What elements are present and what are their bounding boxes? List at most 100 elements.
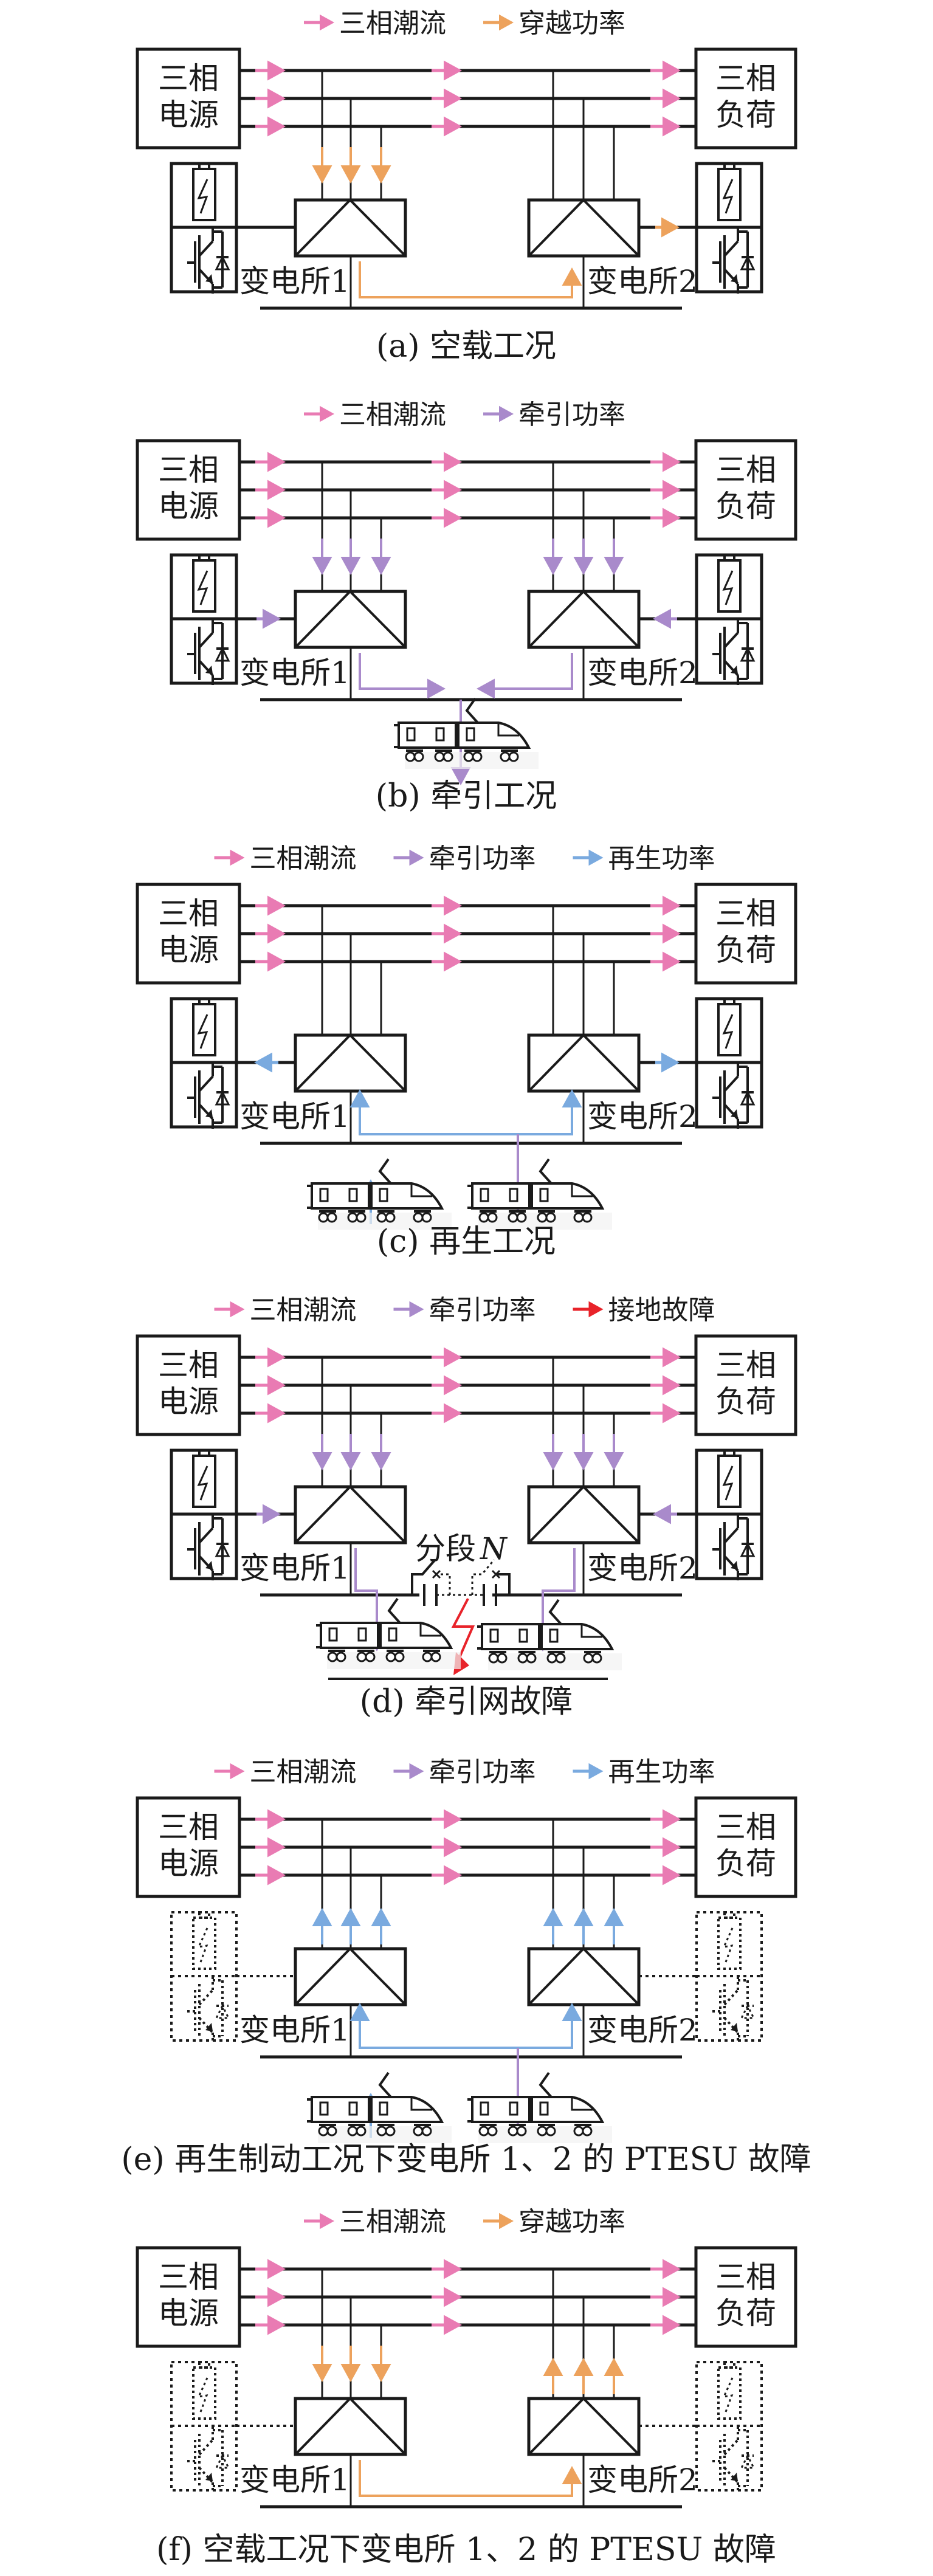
arrow-head — [663, 951, 681, 972]
battery-terminal — [723, 162, 735, 170]
substation-1-label: 变电所1 — [239, 2462, 350, 2498]
legend-item-traction: 牵引功率 — [393, 843, 536, 874]
load-label: 负荷 — [715, 489, 776, 524]
traction-power-path — [542, 1548, 576, 1636]
wheel — [327, 1651, 338, 1662]
legend-arrow-head — [499, 14, 514, 31]
three-phase-arrow — [255, 2287, 286, 2307]
battery-terminal — [198, 162, 210, 170]
arrow-head — [340, 1452, 361, 1470]
three-phase-arrow — [432, 923, 462, 944]
arrow-head — [254, 1052, 272, 1073]
wheel — [573, 1212, 584, 1223]
three-phase-arrow — [650, 60, 681, 81]
igbt-stroke — [198, 1075, 214, 1092]
feeder-arrow — [604, 1434, 624, 1470]
battery-terminal — [723, 554, 735, 562]
train-icon — [316, 1597, 461, 1669]
three-phase-arrow — [255, 88, 286, 109]
arrow-head — [444, 951, 462, 972]
substation-1-converter — [294, 590, 407, 649]
wheel — [376, 1212, 387, 1223]
legend-item-regen: 再生功率 — [573, 1757, 715, 1788]
load-label: 三相 — [715, 896, 776, 931]
igbt-icon — [712, 228, 756, 294]
legend: 三相潮流穿越功率 — [304, 2206, 625, 2237]
igbt-icon — [712, 1977, 756, 2042]
arrow-head — [340, 1908, 361, 1926]
legend-arrow-head — [230, 849, 245, 866]
arrow-head — [267, 1865, 286, 1886]
converter-box — [527, 590, 641, 649]
pantograph — [387, 1597, 401, 1624]
three-phase-arrow — [432, 1347, 462, 1368]
wheel — [582, 1212, 593, 1223]
battery-terminal — [723, 1911, 735, 1919]
battery-icon — [717, 554, 742, 613]
arrow-head — [663, 116, 681, 137]
arrow-head — [663, 1403, 681, 1424]
three-phase-arrow — [432, 1809, 462, 1830]
traction-arrow-head — [450, 767, 471, 785]
battery-terminal — [198, 554, 210, 562]
ptesu-1 — [170, 997, 238, 1129]
cab-window — [419, 1623, 441, 1637]
converter-box — [294, 590, 407, 649]
three-phase-arrow — [432, 508, 462, 528]
arrow-head — [371, 557, 391, 575]
storage-flow-arrow — [256, 1504, 281, 1524]
arrow-head — [340, 2364, 361, 2382]
lightning-glyph — [197, 570, 208, 605]
arrow-head — [663, 452, 681, 472]
lightning-glyph — [722, 179, 734, 214]
feeder-arrow — [340, 147, 361, 184]
legend-label: 三相潮流 — [339, 399, 446, 430]
train-window — [388, 1627, 398, 1642]
three-phase-arrow — [255, 452, 286, 472]
three-phase-arrow — [432, 480, 462, 500]
three-phase-arrow — [650, 116, 681, 137]
legend-arrow-head — [230, 1301, 245, 1318]
converter-triangle — [528, 590, 640, 649]
three-phase-arrow — [255, 508, 286, 528]
substation-2-converter — [527, 1033, 641, 1093]
wheel — [405, 751, 416, 762]
arrow-head — [444, 2259, 462, 2279]
three-phase-arrow — [650, 1837, 681, 1858]
crossing-arrow-head — [562, 267, 582, 286]
arrow-head — [444, 923, 462, 944]
train-icon — [307, 2071, 452, 2143]
battery-terminal — [198, 1449, 210, 1457]
wheel — [356, 1212, 367, 1223]
legend-arrow-head — [588, 1763, 604, 1780]
lightning-glyph — [197, 1014, 208, 1049]
igbt-emitter-arrow — [731, 274, 738, 283]
feeder-arrow — [312, 2346, 332, 2382]
wheel — [421, 2126, 432, 2137]
converter-box — [527, 1033, 641, 1093]
legend-arrow-head — [588, 849, 604, 866]
diode-triangle — [215, 1090, 230, 1106]
regen-arrow-head — [349, 1089, 370, 1107]
ptesu-1 — [170, 162, 238, 294]
wheel — [356, 1651, 367, 1662]
pantograph — [548, 1599, 562, 1625]
wheel — [508, 751, 519, 762]
three-phase-arrow — [255, 1865, 286, 1886]
source-label: 电源 — [158, 489, 219, 524]
wheel — [478, 2126, 489, 2137]
diode-triangle — [740, 1090, 756, 1106]
panel-caption: (a) 空载工况 — [376, 328, 556, 365]
substation-2-label: 变电所2 — [587, 2013, 698, 2048]
igbt-icon — [187, 1977, 230, 2042]
wheel — [434, 751, 445, 762]
arrow-head — [267, 60, 286, 81]
substation-2-label: 变电所2 — [587, 1099, 698, 1134]
train-engine — [457, 721, 531, 749]
legend: 三相潮流牵引功率再生功率 — [214, 843, 715, 874]
crossing-power-path — [359, 2460, 573, 2497]
battery-body — [717, 559, 742, 613]
wheel — [356, 2126, 367, 2137]
